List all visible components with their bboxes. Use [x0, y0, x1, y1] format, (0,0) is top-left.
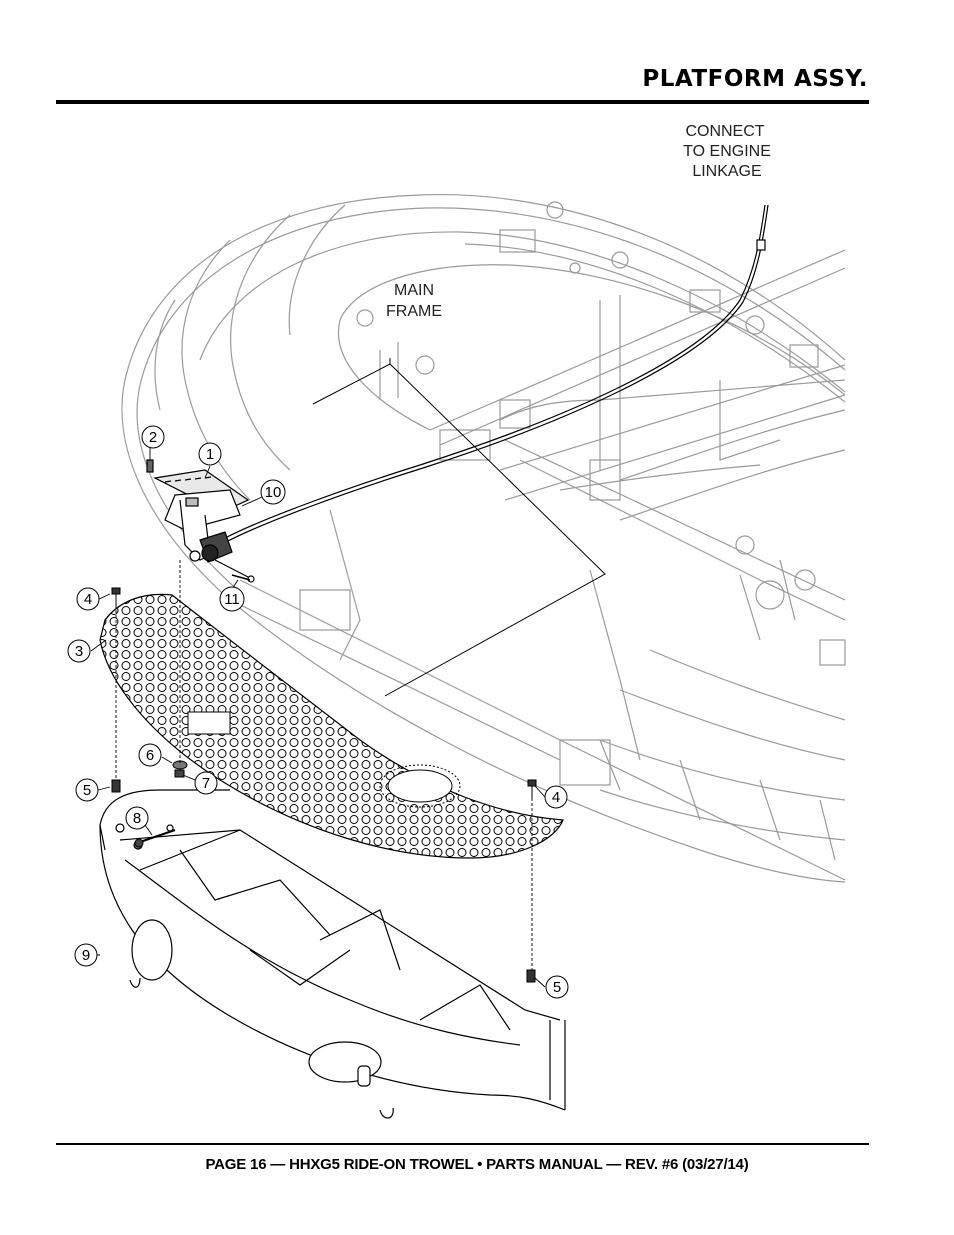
svg-text:9: 9 — [82, 947, 90, 964]
callout-3: 3 — [67, 639, 91, 663]
page-title: PLATFORM ASSY. — [642, 66, 868, 92]
svg-text:MAIN: MAIN — [394, 282, 434, 299]
throttle-cable — [224, 204, 769, 542]
footer-rule — [56, 1143, 869, 1145]
pedal-assembly — [146, 459, 255, 583]
callout-8: 8 — [125, 806, 149, 830]
connect-engine-note: CONNECT TO ENGINE LINKAGE — [683, 123, 771, 180]
callout-1: 1 — [198, 442, 222, 466]
svg-text:3: 3 — [75, 643, 83, 660]
svg-text:2: 2 — [149, 429, 157, 446]
svg-text:11: 11 — [224, 591, 240, 608]
svg-text:FRAME: FRAME — [386, 303, 442, 320]
svg-text:5: 5 — [553, 979, 561, 996]
svg-text:CONNECT: CONNECT — [685, 123, 764, 140]
callout-11: 11 — [219, 586, 245, 612]
platform-plate — [99, 593, 564, 859]
callout-9: 9 — [74, 943, 98, 967]
svg-text:4: 4 — [552, 789, 560, 806]
svg-text:5: 5 — [83, 782, 91, 799]
callout-6: 6 — [138, 743, 162, 767]
svg-text:4: 4 — [84, 591, 92, 608]
svg-text:TO ENGINE: TO ENGINE — [683, 143, 771, 160]
fasteners — [111, 574, 537, 983]
header-rule — [56, 100, 869, 104]
callout-4-left: 4 — [76, 587, 100, 611]
callout-5-right: 5 — [545, 975, 569, 999]
svg-text:8: 8 — [133, 810, 141, 827]
svg-text:1: 1 — [206, 446, 214, 463]
callout-4-right: 4 — [544, 785, 568, 809]
svg-text:LINKAGE: LINKAGE — [692, 163, 761, 180]
main-frame-note: MAIN FRAME — [386, 282, 442, 320]
svg-text:6: 6 — [146, 747, 154, 764]
platform-housing — [99, 789, 566, 1119]
page-footer: PAGE 16 — HHXG5 RIDE-ON TROWEL • PARTS M… — [205, 1156, 749, 1173]
assembly-leader-lines — [75, 446, 546, 988]
svg-text:10: 10 — [265, 484, 282, 501]
callout-2: 2 — [141, 425, 165, 449]
callout-5-left: 5 — [75, 778, 99, 802]
callout-10: 10 — [260, 479, 286, 505]
platform-reference-outline — [312, 358, 606, 697]
svg-text:7: 7 — [202, 775, 210, 792]
callout-7: 7 — [194, 771, 218, 795]
main-frame-drawing — [121, 194, 846, 883]
